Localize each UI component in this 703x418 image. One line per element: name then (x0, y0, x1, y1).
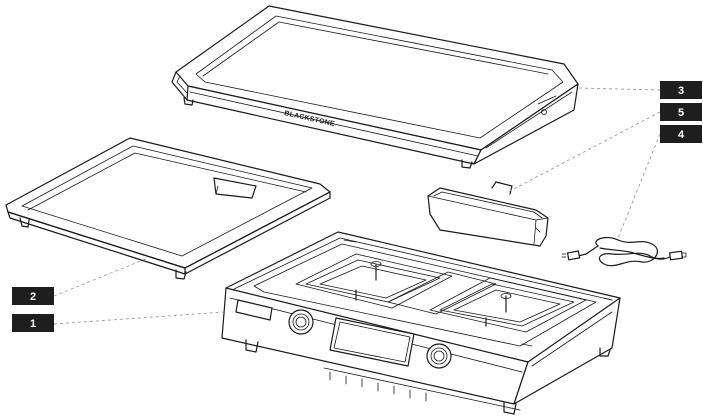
callout-badge-1: 1 (12, 314, 54, 332)
callout-number: 1 (30, 318, 36, 330)
base-unit (222, 232, 620, 414)
callout-number: 5 (678, 107, 684, 119)
drip-tray (6, 138, 330, 279)
power-cord (562, 238, 686, 266)
callout-badge-3: 3 (660, 81, 702, 99)
callout-number: 3 (678, 85, 684, 97)
grease-cup (428, 182, 548, 246)
callout-badge-5: 5 (660, 103, 702, 121)
callout-badge-4: 4 (660, 125, 702, 143)
callout-number: 2 (30, 291, 36, 303)
leader-line-3 (578, 88, 660, 90)
leader-line-1 (54, 312, 224, 324)
griddle-top: BLACKSTONE (172, 6, 578, 168)
callout-badge-2: 2 (12, 287, 54, 305)
leader-line-4 (618, 134, 660, 238)
leader-line-2 (54, 258, 148, 296)
callout-number: 4 (678, 129, 685, 141)
